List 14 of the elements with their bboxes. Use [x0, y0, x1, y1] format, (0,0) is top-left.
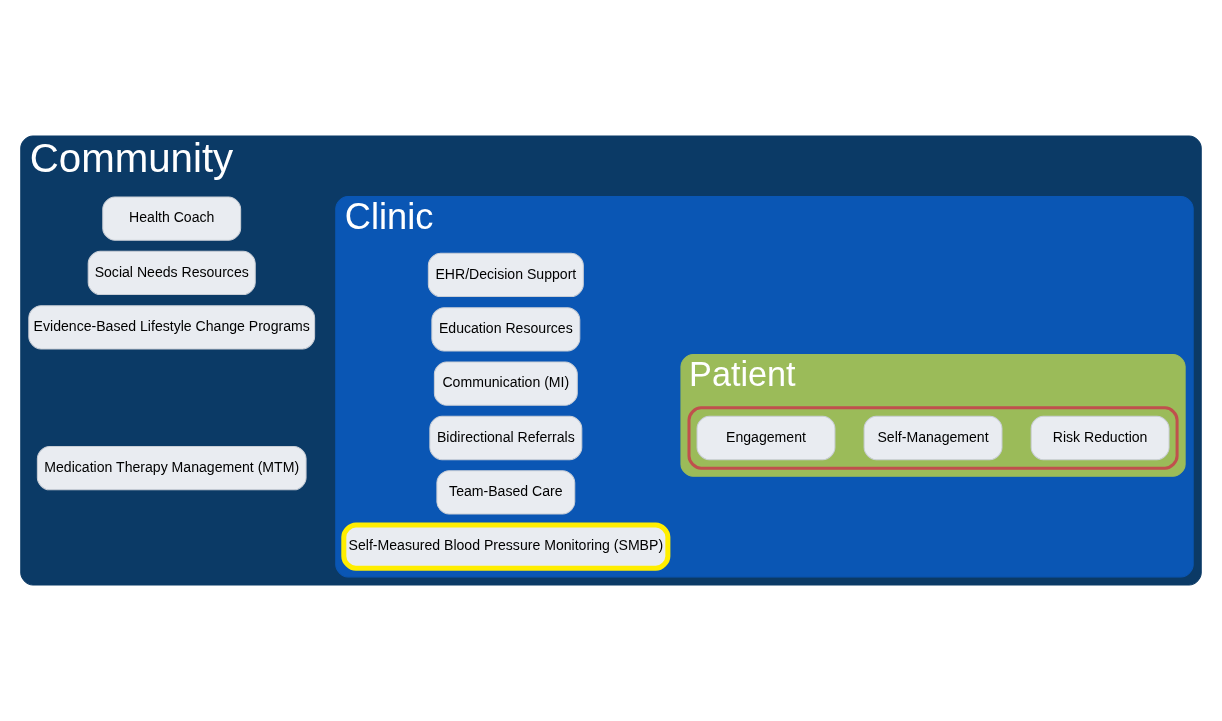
node-box: Risk Reduction: [1030, 415, 1170, 461]
node-box: Self-Measured Blood Pressure Monitoring (SMBP): [341, 522, 671, 571]
node-box: Team-Based Care: [436, 470, 576, 515]
node-box: Engagement: [696, 415, 836, 461]
node-box: Medication Therapy Management (MTM): [36, 446, 307, 491]
node-box: Education Resources: [431, 307, 581, 352]
node-box: Self-Management: [863, 415, 1003, 461]
node-box: EHR/Decision Support: [427, 252, 584, 298]
node-box: Health Coach: [102, 196, 242, 241]
node-box: Evidence-Based Lifestyle Change Programs: [28, 305, 316, 350]
node-box: Communication (MI): [433, 361, 578, 406]
node-box: Bidirectional Referrals: [429, 415, 583, 461]
node-box: Social Needs Resources: [87, 250, 256, 296]
cluster: [687, 406, 1179, 470]
